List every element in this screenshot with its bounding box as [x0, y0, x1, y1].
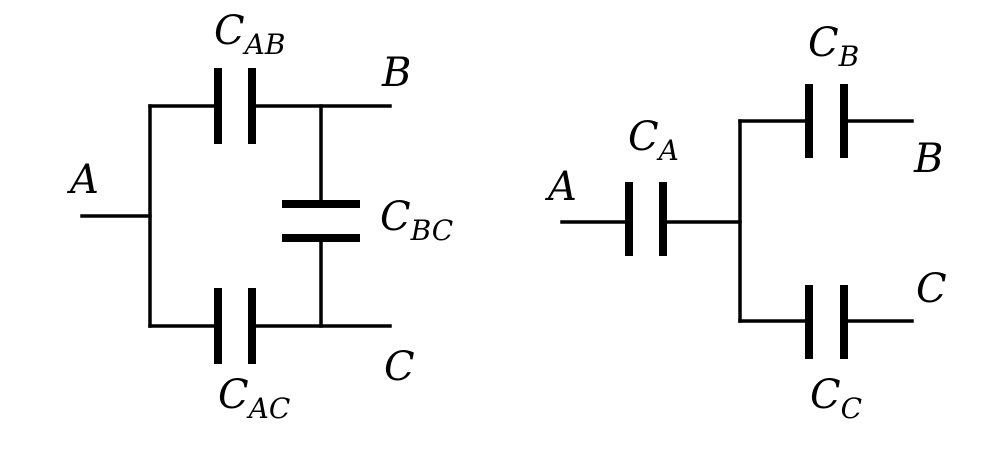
delta-network: A B C CAB CBC CAC	[66, 8, 453, 425]
capacitor-cbc-label-sub: BC	[410, 214, 454, 247]
capacitor-cb-label-main: C	[808, 20, 839, 66]
capacitor-cc-label-main: C	[810, 372, 841, 418]
star-node-a-label: A	[544, 164, 577, 210]
capacitor-cb-label: CB	[808, 20, 859, 73]
capacitor-cbc-plate-bottom	[282, 234, 360, 242]
delta-node-c-label: C	[384, 344, 415, 390]
capacitor-cab-label-main: C	[214, 8, 245, 54]
capacitor-cc-plate-right	[840, 285, 848, 359]
capacitor-cbc-label-main: C	[380, 194, 411, 240]
capacitor-cb-plate-left	[805, 84, 813, 158]
capacitor-cb-label-sub: B	[838, 40, 860, 73]
capacitor-cab-label: CAB	[214, 8, 285, 61]
capacitor-cac-label: CAC	[218, 372, 290, 425]
capacitor-cac-label-main: C	[218, 372, 249, 418]
capacitor-cac	[214, 288, 256, 364]
capacitor-ca-plate-right	[659, 182, 667, 256]
capacitor-ca-label: CA	[628, 114, 679, 167]
capacitor-cc-label-sub: C	[841, 392, 862, 425]
star-node-b-label: B	[913, 136, 943, 182]
capacitor-ca-label-main: C	[628, 114, 659, 160]
star-node-c-label: C	[916, 266, 947, 312]
capacitor-cac-plate-left	[214, 288, 222, 364]
capacitor-cb-plate-right	[840, 84, 848, 158]
capacitor-cab-label-sub: AB	[242, 28, 286, 61]
capacitor-cac-label-sub: AC	[246, 392, 291, 425]
capacitor-cb	[805, 84, 848, 158]
capacitor-cab-plate-right	[248, 68, 256, 144]
delta-node-b-label: B	[381, 50, 411, 96]
capacitor-cc-label: CC	[810, 372, 862, 425]
capacitor-ca-label-sub: A	[656, 134, 679, 167]
star-network: A B C CA CB CC	[544, 20, 947, 425]
capacitor-cc-plate-left	[805, 285, 813, 359]
capacitor-cbc-label: CBC	[380, 194, 453, 247]
capacitor-cbc	[282, 200, 360, 242]
capacitor-ca-plate-left	[625, 182, 633, 256]
capacitor-ca	[625, 182, 667, 256]
capacitor-cac-plate-right	[248, 288, 256, 364]
capacitor-cc	[805, 285, 848, 359]
capacitor-cab-plate-left	[214, 68, 222, 144]
capacitor-cbc-plate-top	[282, 200, 360, 208]
capacitor-cab	[214, 68, 256, 144]
delta-node-a-label: A	[66, 157, 99, 203]
